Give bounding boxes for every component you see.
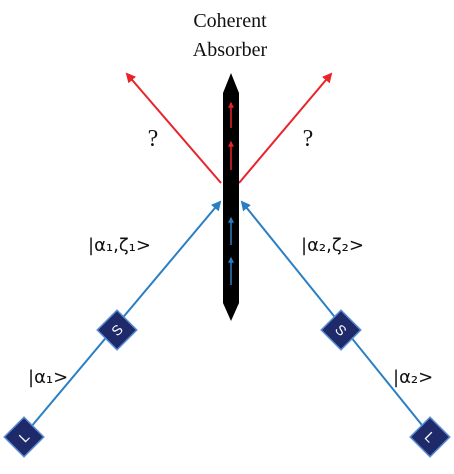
label-alpha2-zeta2: |α₂,ζ₂>	[301, 235, 364, 256]
question-mark-right: ?	[303, 126, 314, 152]
squeezer-box-right: S	[320, 309, 362, 351]
squeezer-box-left: S	[96, 309, 138, 351]
label-alpha1: |α₁>	[28, 367, 68, 388]
title-line-2: Absorber	[193, 39, 268, 61]
laser-box-right: L	[409, 416, 451, 458]
title-line-1: Coherent	[193, 10, 267, 32]
absorber-slab	[223, 73, 239, 321]
label-alpha1-zeta1: |α₁,ζ₁>	[88, 235, 151, 256]
output-beam-left	[125, 72, 222, 184]
laser-box-left: L	[3, 416, 45, 458]
output-beam-right	[238, 72, 333, 184]
question-mark-left: ?	[148, 126, 159, 152]
label-alpha2: |α₂>	[393, 367, 433, 388]
